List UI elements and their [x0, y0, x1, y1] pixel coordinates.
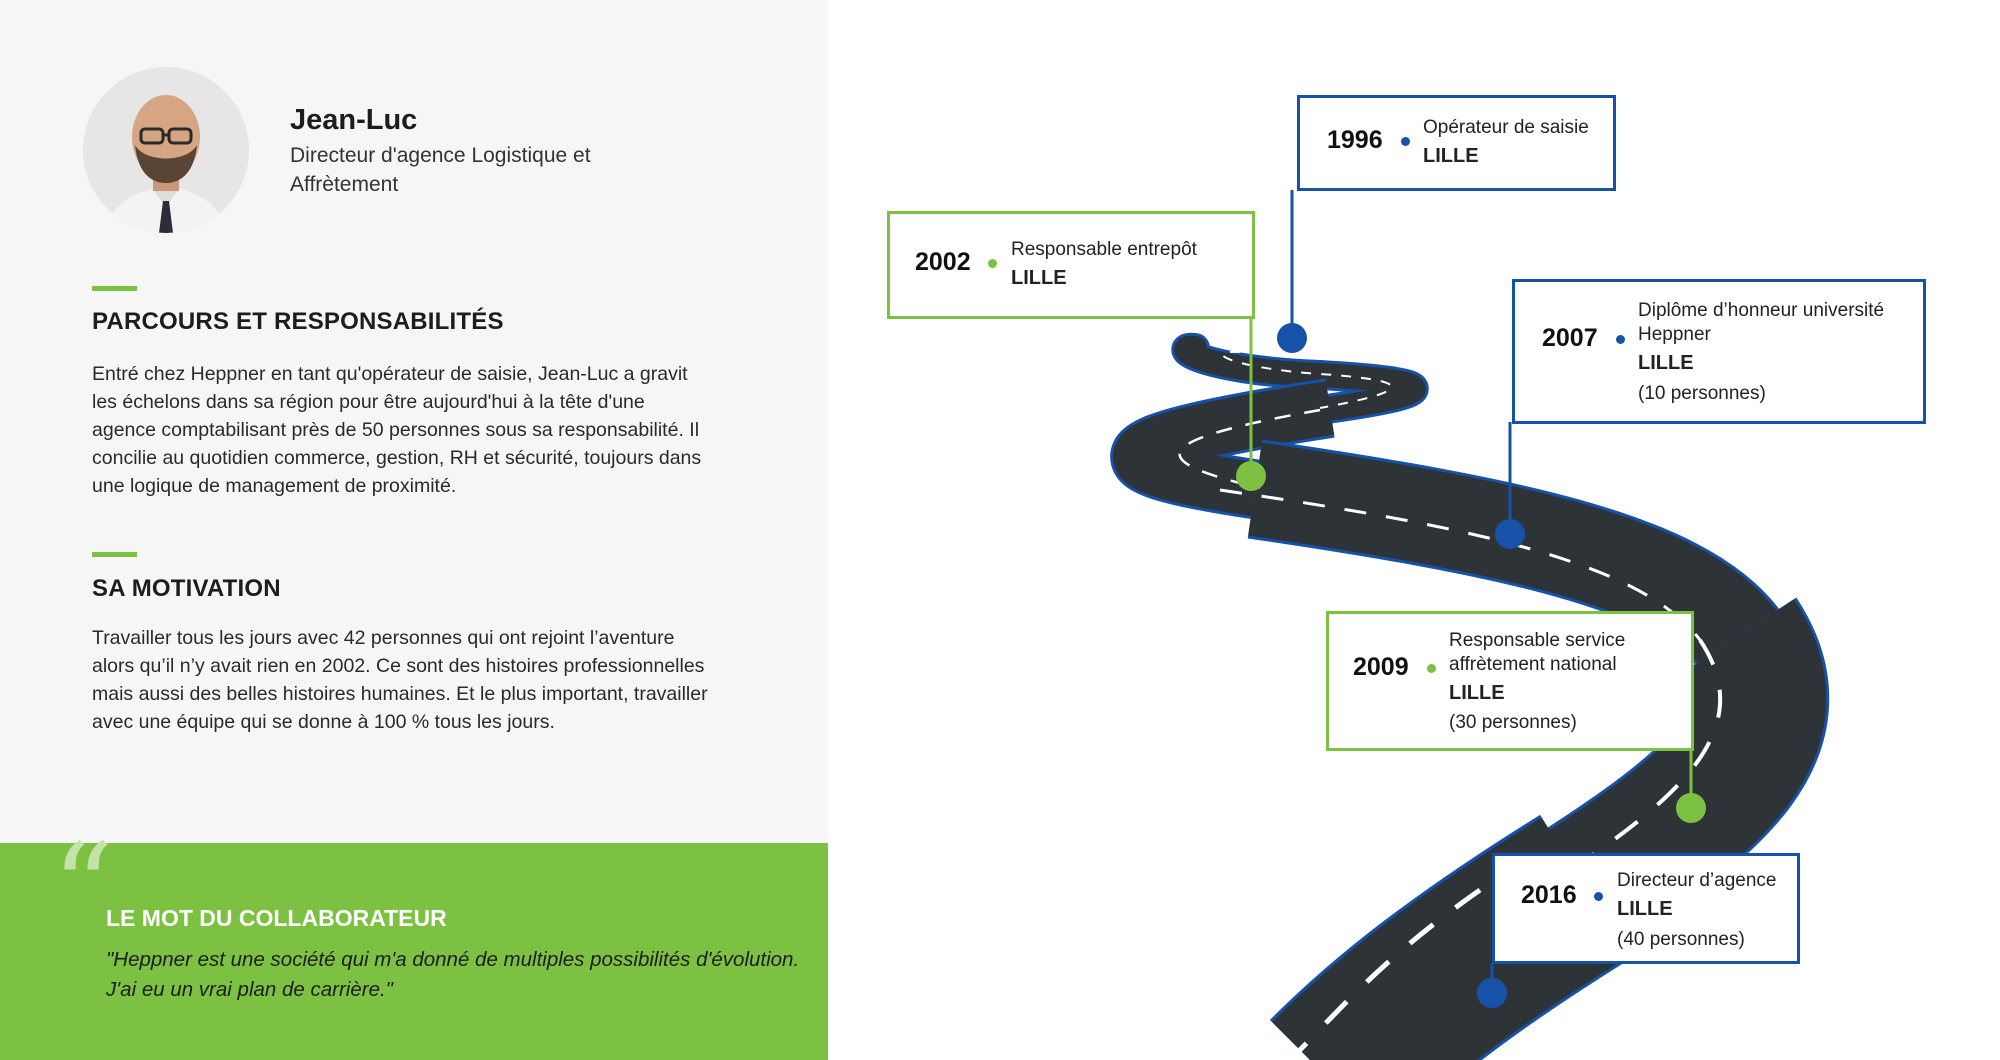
milestone-city: LILLE — [1617, 898, 1673, 920]
accent-bar — [92, 552, 137, 557]
milestone-title: Directeur d’agence — [1617, 870, 1777, 891]
bullet-dot-icon — [988, 259, 997, 268]
milestone-year: 2007 — [1542, 324, 1598, 352]
milestone-headcount: (40 personnes) — [1617, 929, 1745, 950]
milestone-card-2002: 2002 Responsable entrepôt LILLE — [887, 211, 1255, 319]
milestone-city: LILLE — [1638, 352, 1694, 374]
milestone-year: 1996 — [1327, 126, 1383, 154]
milestone-card-1996: 1996 Opérateur de saisie LILLE — [1297, 95, 1616, 191]
milestone-title: Responsable service affrètement national — [1449, 630, 1626, 675]
section-title-motivation: SA MOTIVATION — [92, 575, 281, 602]
accent-bar — [92, 286, 137, 291]
avatar — [83, 67, 249, 233]
bullet-dot-icon — [1594, 892, 1603, 901]
milestone-headcount: (30 personnes) — [1449, 712, 1577, 733]
milestone-city: LILLE — [1449, 682, 1505, 704]
milestone-city: LILLE — [1423, 145, 1479, 167]
milestone-headcount: (10 personnes) — [1638, 383, 1766, 404]
bullet-dot-icon — [1427, 664, 1436, 673]
milestone-poles — [1236, 190, 1706, 1008]
bullet-dot-icon — [1401, 137, 1410, 146]
milestone-card-2016: 2016 Directeur d’agence LILLE (40 person… — [1492, 853, 1800, 964]
milestone-card-2007: 2007 Diplôme d’honneur université Heppne… — [1512, 279, 1926, 424]
milestone-title: Responsable entrepôt — [1011, 239, 1197, 260]
quote-text: "Heppner est une société qui m'a donné d… — [106, 948, 800, 1001]
milestone-city: LILLE — [1011, 267, 1067, 289]
section-body-motivation: Travailler tous les jours avec 42 person… — [92, 627, 708, 733]
quote-box: “ LE MOT DU COLLABORATEUR "Heppner est u… — [0, 829, 828, 1060]
milestone-year: 2016 — [1521, 881, 1577, 909]
quote-mark-icon: “ — [52, 819, 114, 958]
section-title-career: PARCOURS ET RESPONSABILITÉS — [92, 308, 504, 335]
milestone-title: Opérateur de saisie — [1423, 117, 1589, 138]
employee-role: Directeur d'agence Logistique et Affrète… — [290, 144, 591, 196]
section-body-career: Entré chez Heppner en tant qu'opérateur … — [92, 363, 702, 497]
employee-name: Jean-Luc — [290, 104, 418, 136]
bullet-dot-icon — [1616, 335, 1625, 344]
milestone-year: 2009 — [1353, 653, 1409, 681]
milestone-card-2009: 2009 Responsable service affrètement nat… — [1326, 611, 1694, 751]
milestone-title: Diplôme d’honneur université Heppner — [1638, 300, 1885, 345]
quote-title: LE MOT DU COLLABORATEUR — [106, 905, 447, 931]
milestone-year: 2002 — [915, 248, 971, 276]
